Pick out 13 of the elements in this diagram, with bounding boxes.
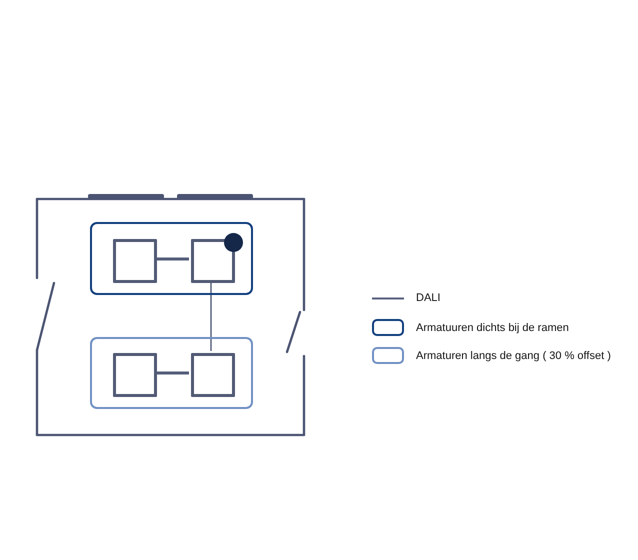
legend-label: Armaturen langs de gang ( 30 % offset ): [416, 348, 611, 362]
connector-line: [155, 372, 189, 374]
luminaire-group-frame: [90, 222, 253, 295]
luminaire-group-frame: [90, 337, 253, 409]
connector-line: [155, 258, 189, 260]
luminaire-box: [113, 353, 157, 397]
luminaire-box: [191, 353, 235, 397]
connector-line: [210, 281, 212, 351]
luminaire-box: [191, 239, 235, 283]
luminaire-box: [113, 239, 157, 283]
circle-marker: [224, 233, 243, 252]
legend-label: DALI: [416, 291, 440, 305]
legend-label: Armatuuren dichts bij de ramen: [416, 320, 569, 334]
